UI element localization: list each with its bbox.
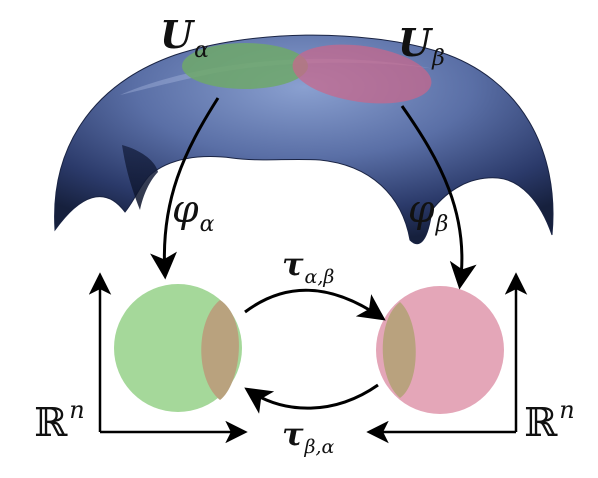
manifold-highlight (120, 58, 440, 95)
manifold-fold-shadow (122, 145, 158, 210)
label-tau-ab-sub: α,β (304, 266, 335, 288)
label-u-alpha: Uα (160, 16, 209, 62)
patch-u-beta (292, 44, 432, 104)
label-rn-left-sup: n (69, 396, 85, 424)
arrow-tau-beta-alpha (244, 383, 379, 414)
arrow-phi-alpha (150, 97, 220, 280)
label-rn-right-sup: n (559, 396, 575, 424)
axes-right (366, 272, 528, 444)
label-rn-left: ℝn (34, 398, 85, 443)
label-tau-ba-sub: β,α (304, 436, 335, 458)
label-phi-alpha: φα (172, 190, 214, 236)
label-tau-ba-base: τ (282, 415, 304, 453)
label-phi-alpha-base: φ (172, 187, 199, 231)
arrow-tau-alpha-beta (244, 288, 386, 321)
patch-u-alpha (182, 43, 308, 89)
chart-overlap-beta (382, 302, 416, 398)
axes-left (88, 272, 248, 444)
arrow-phi-beta (400, 105, 477, 290)
label-rn-right: ℝn (524, 398, 575, 443)
label-phi-beta-sub: β (435, 212, 449, 237)
label-u-beta-sub: β (432, 46, 445, 71)
label-phi-beta-base: φ (408, 187, 435, 231)
label-tau-ab-base: τ (282, 245, 304, 283)
label-u-alpha-base: U (160, 12, 194, 57)
label-u-beta-base: U (398, 20, 432, 65)
label-phi-alpha-sub: α (199, 212, 215, 237)
label-rn-right-base: ℝ (524, 400, 558, 446)
chart-overlap-alpha (201, 300, 239, 400)
label-phi-beta: φβ (408, 190, 448, 236)
label-u-beta: Uβ (398, 24, 445, 70)
label-rn-left-base: ℝ (34, 400, 68, 446)
label-tau-beta-alpha: τβ,α (282, 418, 334, 457)
label-tau-alpha-beta: τα,β (282, 248, 334, 287)
label-u-alpha-sub: α (194, 38, 209, 63)
